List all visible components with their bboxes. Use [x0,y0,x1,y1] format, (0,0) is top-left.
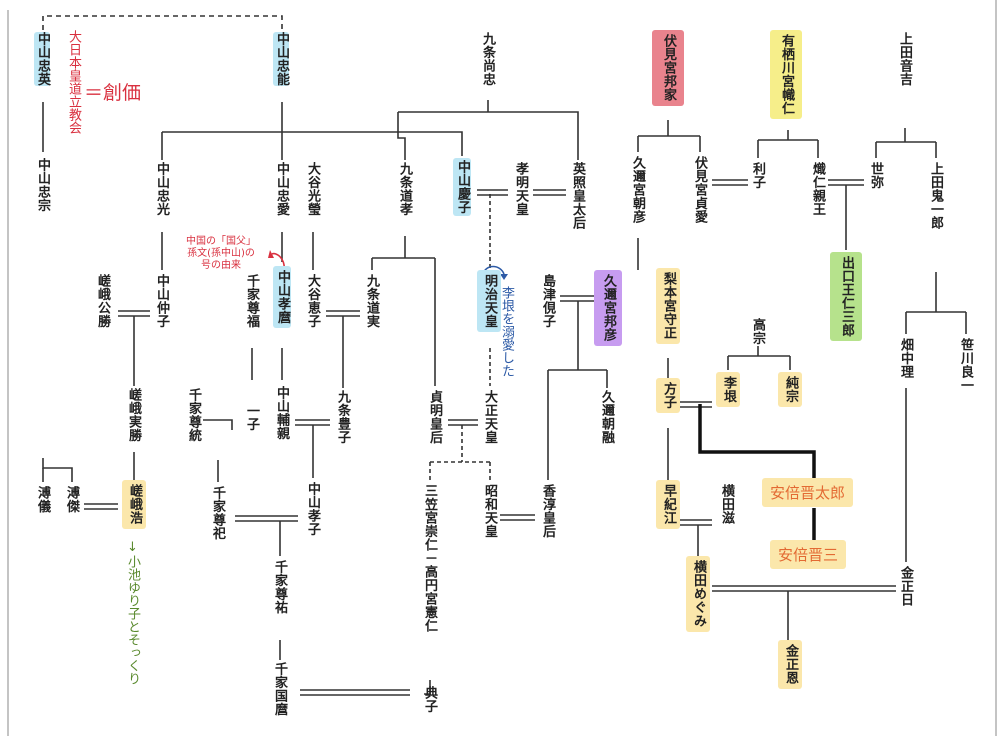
person-deguchi: 出口王仁三郎 [830,252,862,341]
note-daihon-kodo: 大日本皇道立教会 [66,30,81,134]
person-abe-shinzo: 安倍晋三 [770,540,847,569]
person-kuni-kuniyoshi: 久邇宮邦彦 [594,270,622,346]
person-kujo-michizane: 九条道実 [364,274,379,328]
person-toshiko: 利子 [750,162,765,189]
person-saga-kinhide: 嵯峨公勝 [95,274,110,328]
person-eisho: 英照皇太后 [570,162,585,230]
person-nakayama-tadamitsu: 中山忠光 [154,162,169,216]
person-nakayama-sukechika: 中山輔親 [274,386,289,440]
person-saga-hiro: 嵯峨浩 [122,480,146,529]
person-yokota-megumi: 横田めぐみ [686,556,710,632]
person-junso: 純宗 [778,372,802,407]
person-showa: 昭和天皇 [482,484,497,538]
person-nashimoto: 梨本宮守正 [656,268,680,344]
person-ichiko: 一子 [244,404,259,431]
person-sen-kunimaro: 千家国麿 [272,662,287,716]
person-ri-gin: 李垠 [716,372,740,407]
person-abe-shintaro: 安倍晋太郎 [762,478,854,507]
person-sanae: 早紀江 [656,480,680,529]
person-kujo-hisatada: 九条尚忠 [480,32,495,86]
person-otani-kozui: 大谷光瑩 [305,162,320,216]
person-fushimi-kuniie: 伏見宮邦家 [652,30,684,106]
person-nakayama-takamaro: 中山孝麿 [273,266,291,328]
person-sasakawa: 笹川良一 [958,338,973,392]
person-teimei: 貞明皇后 [427,390,442,444]
person-kojun: 香淳皇后 [540,484,555,538]
person-nakayama-tadanaru: 中山忠愛 [274,162,289,216]
person-nakayama-tadafusa: 中山忠英 [34,32,50,86]
person-ueda-otokichi: 上田音吉 [897,32,912,86]
person-fugi: 溥儀 [35,486,50,513]
person-saga-sanekatsu: 嵯峨実勝 [126,388,141,442]
person-fuketsu: 溥傑 [64,486,79,513]
person-kujo-toyoko: 九条豊子 [335,390,350,444]
person-komei: 孝明天皇 [513,162,528,216]
person-takamune: 高宗 [750,318,765,345]
person-arisugawa: 有栖川宮幟仁 [770,30,802,119]
note-rigin-deai: 李垠を溺愛した [499,286,514,377]
person-fushimi-sadanaru: 伏見宮貞愛 [692,156,707,224]
person-sen-takanori: 千家尊祀 [210,486,225,540]
person-nakayama-yoshiko: 中山慶子 [453,158,471,216]
person-mikasa-takamado: 三笠宮崇仁－高円宮憲仁 [422,484,437,633]
person-seya: 世弥 [868,162,883,189]
person-masako: 方子 [656,378,680,413]
person-kuni-asaakira: 久邇朝融 [599,390,614,444]
person-nakayama-tadayasu: 中山忠能 [273,32,289,86]
person-hata-nakari: 畑中理 [898,338,913,379]
person-takahito: 熾仁親王 [810,162,825,216]
person-sen-takamasa: 千家尊祐 [272,560,287,614]
person-nakayama-nakako: 中山仲子 [154,274,169,328]
note-sonbun: 中国の「国父」 孫文(孫中山)の 号の由来 [186,236,256,271]
person-kuni-asahiko: 久邇宮朝彦 [630,156,645,224]
person-sen-sohuku: 千家尊福 [244,274,259,328]
person-taisho: 大正天皇 [482,390,497,444]
person-shimazu-chikako: 島津俔子 [540,274,555,328]
person-kujo-michitaka: 九条道孝 [397,162,412,216]
person-ueda-kiichiro: 上田鬼一郎 [928,162,943,230]
person-kim-jongun: 金正恩 [778,640,802,689]
person-nakayama-tadamune: 中山忠宗 [35,158,50,212]
person-yokota-shigeru: 横田滋 [719,484,734,525]
person-kim-jongil: 金正日 [898,566,913,607]
note-koike: ↓小池ゆり子とそっくり [125,540,140,685]
person-sen-sonori: 千家尊統 [186,388,201,442]
person-otani-eko: 大谷恵子 [305,274,320,328]
person-noriko: 典子 [422,686,437,713]
person-nakayama-takako: 中山孝子 [305,482,320,536]
note-sokka: ＝創価 [84,82,142,104]
person-meiji: 明治天皇 [477,270,501,332]
